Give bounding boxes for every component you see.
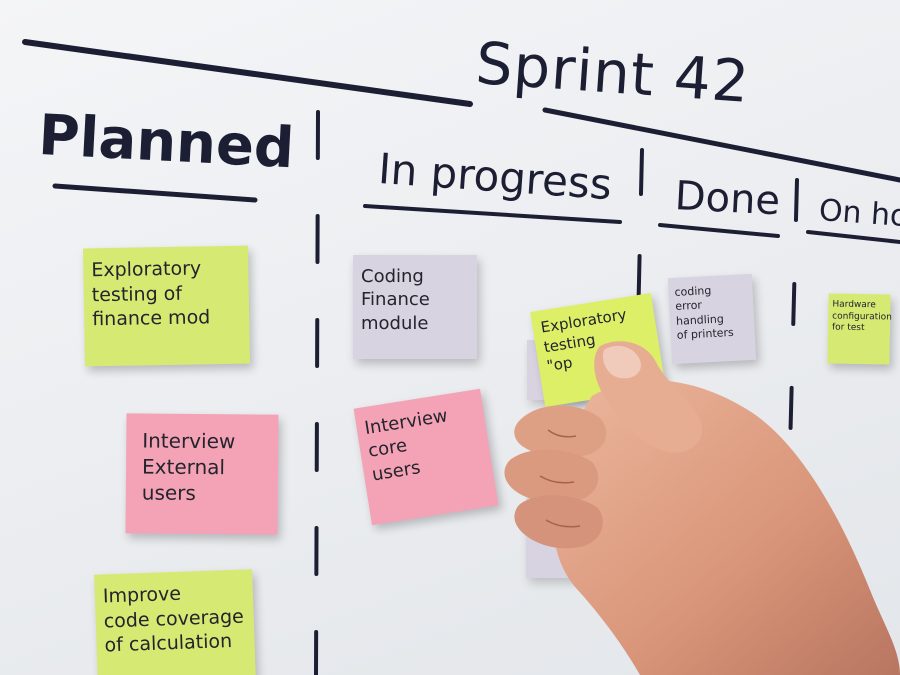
top-border-line [22, 39, 473, 107]
title-underline [542, 107, 900, 183]
planned-underline [52, 183, 258, 203]
hold-underline [806, 230, 900, 244]
progress-underline [363, 204, 622, 224]
done-underline [658, 223, 780, 238]
sticky-note[interactable]: Coding Finance module [353, 255, 477, 359]
divider-done-hold [788, 178, 799, 452]
